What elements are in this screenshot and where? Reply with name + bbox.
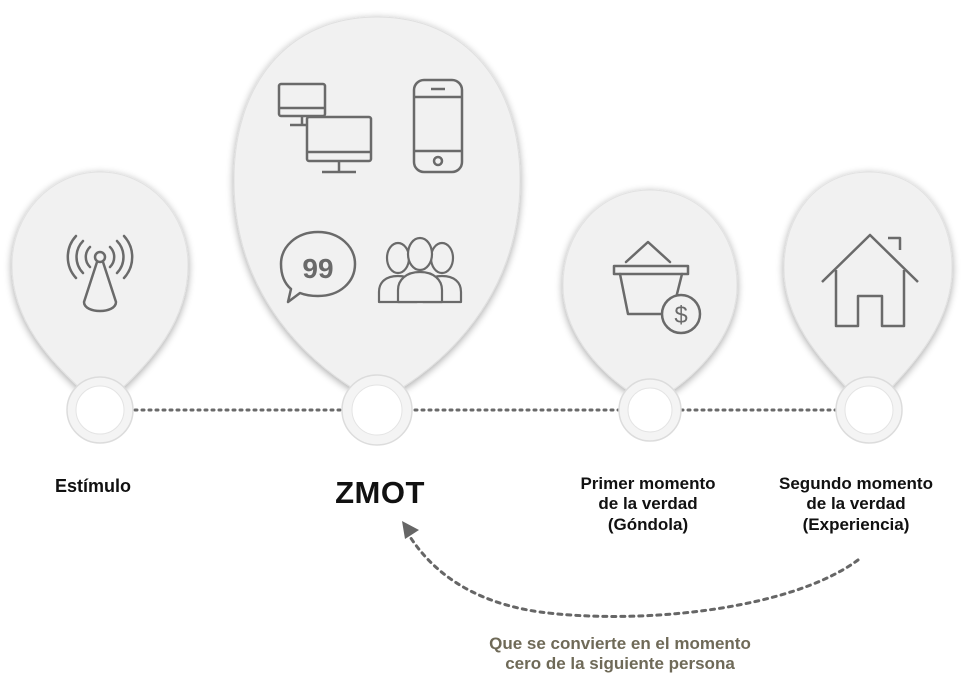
stage-label-line: Segundo momento	[779, 474, 933, 493]
footer-caption-line: cero de la siguiente persona	[505, 654, 735, 674]
timeline-node-estimulo	[66, 376, 134, 444]
shopping-basket-dollar-icon: $	[612, 240, 702, 335]
timeline-node-primer-momento	[618, 378, 682, 442]
stage-label-primer-momento: Primer momento de la verdad (Góndola)	[548, 474, 748, 535]
stage-bubble-estimulo	[11, 171, 189, 393]
stage-label-zmot: ZMOT	[300, 474, 460, 511]
footer-caption-line: Que se convierte en el momento	[489, 634, 751, 653]
svg-text:$: $	[674, 302, 687, 329]
stage-label-estimulo: Estímulo	[28, 476, 158, 498]
desktop-computers-icon	[277, 82, 373, 174]
timeline-node-zmot	[341, 374, 413, 446]
stage-label-line: Estímulo	[54, 476, 131, 496]
stage-label-line: Primer momento	[580, 474, 716, 493]
stage-label-line: de la verdad	[806, 494, 906, 514]
stage-bubble-primer-momento	[562, 189, 738, 393]
return-arrow	[405, 530, 860, 618]
people-group-icon	[377, 236, 463, 304]
stage-label-line: de la verdad	[598, 494, 698, 514]
svg-text:99: 99	[302, 253, 333, 284]
timeline-node-segundo-momento	[835, 376, 903, 444]
house-icon	[821, 233, 919, 328]
stage-bubble-zmot	[233, 16, 521, 393]
broadcast-antenna-icon	[66, 234, 134, 313]
stage-label-line: (Experiencia)	[802, 514, 910, 534]
quote-bubble-icon: 99	[279, 230, 357, 304]
arrowhead	[402, 521, 419, 539]
stage-label-line: (Góndola)	[607, 514, 689, 534]
stage-label-line: ZMOT	[335, 475, 425, 510]
footer-caption: Que se convierte en el momento cero de l…	[440, 634, 800, 675]
stage-bubble-segundo-momento	[783, 171, 953, 393]
smartphone-icon	[412, 78, 464, 174]
stage-label-segundo-momento: Segundo momento de la verdad (Experienci…	[756, 474, 956, 535]
